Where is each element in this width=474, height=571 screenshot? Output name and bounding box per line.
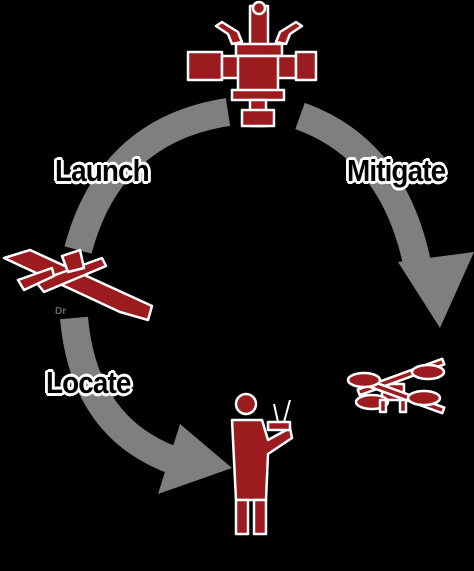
operator-with-controller-icon [230, 392, 294, 536]
cycle-arrowhead-locate [158, 424, 232, 494]
cycle-arrowhead-mitigate [398, 252, 474, 328]
step-label-mitigate: Mitigate [347, 153, 446, 188]
step-label-locate: Locate [46, 365, 131, 400]
cycle-arrow-locate [60, 316, 183, 476]
drone-caption: Dr [55, 306, 67, 317]
cycle-arrow-mitigate [295, 102, 432, 271]
cycle-arrow-launch [64, 98, 231, 254]
step-label-launch: Launch [55, 153, 150, 188]
quadcopter-drone-icon [346, 357, 446, 415]
fixed-wing-drone-icon [2, 248, 154, 322]
wellhead-valve-icon [186, 0, 318, 128]
